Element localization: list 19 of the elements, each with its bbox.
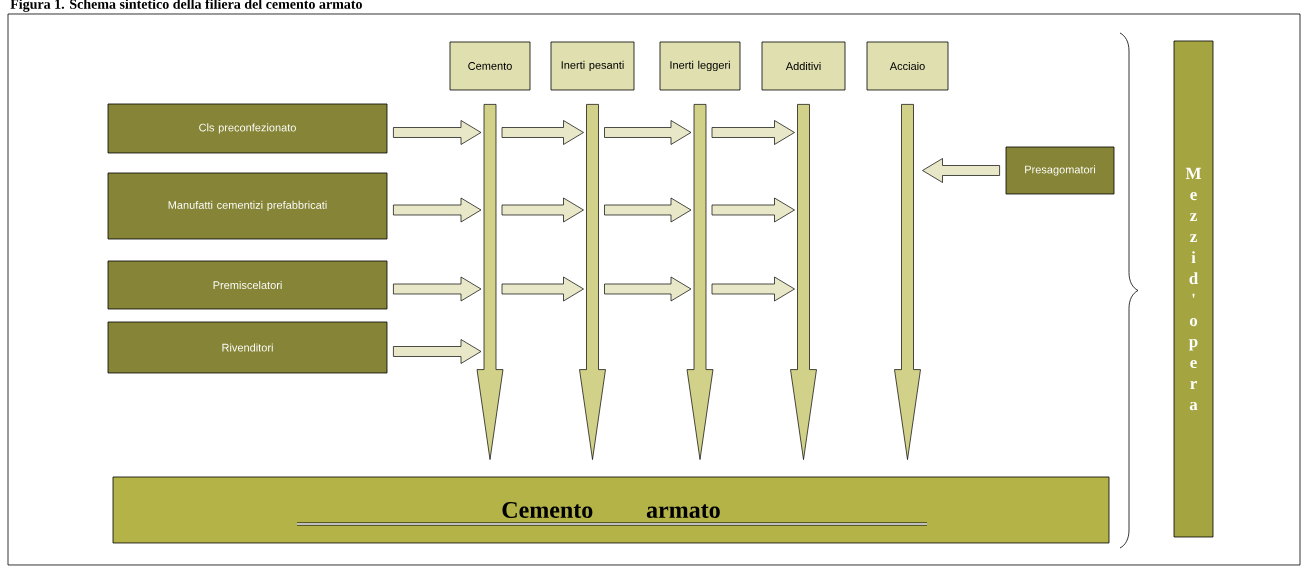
company-box: Manufatti cementizi prefabbricati xyxy=(107,172,388,240)
company-box: Presagomatori xyxy=(1005,146,1115,195)
flow-arrow xyxy=(686,104,714,460)
flow-arrow xyxy=(476,104,504,460)
block-arrow xyxy=(393,120,482,145)
company-box: Premiscelatori xyxy=(107,260,388,310)
block-arrow xyxy=(393,197,482,223)
supplier-box: Acciaio xyxy=(866,41,949,91)
side-bar: Mezzi d'opera xyxy=(1173,40,1214,538)
block-arrow xyxy=(393,339,482,364)
supplier-box: Cemento xyxy=(449,41,531,91)
supplier-box: Additivi xyxy=(761,41,846,91)
product-bar: Cemento armato xyxy=(112,476,1110,544)
block-arrow xyxy=(922,158,1000,183)
company-box: Cls preconfezionato xyxy=(107,103,388,154)
supplier-box: Inerti pesanti xyxy=(550,41,635,91)
company-box: Rivenditori xyxy=(107,321,388,374)
block-arrow xyxy=(393,276,482,302)
supplier-box: Inerti leggeri xyxy=(659,41,741,91)
